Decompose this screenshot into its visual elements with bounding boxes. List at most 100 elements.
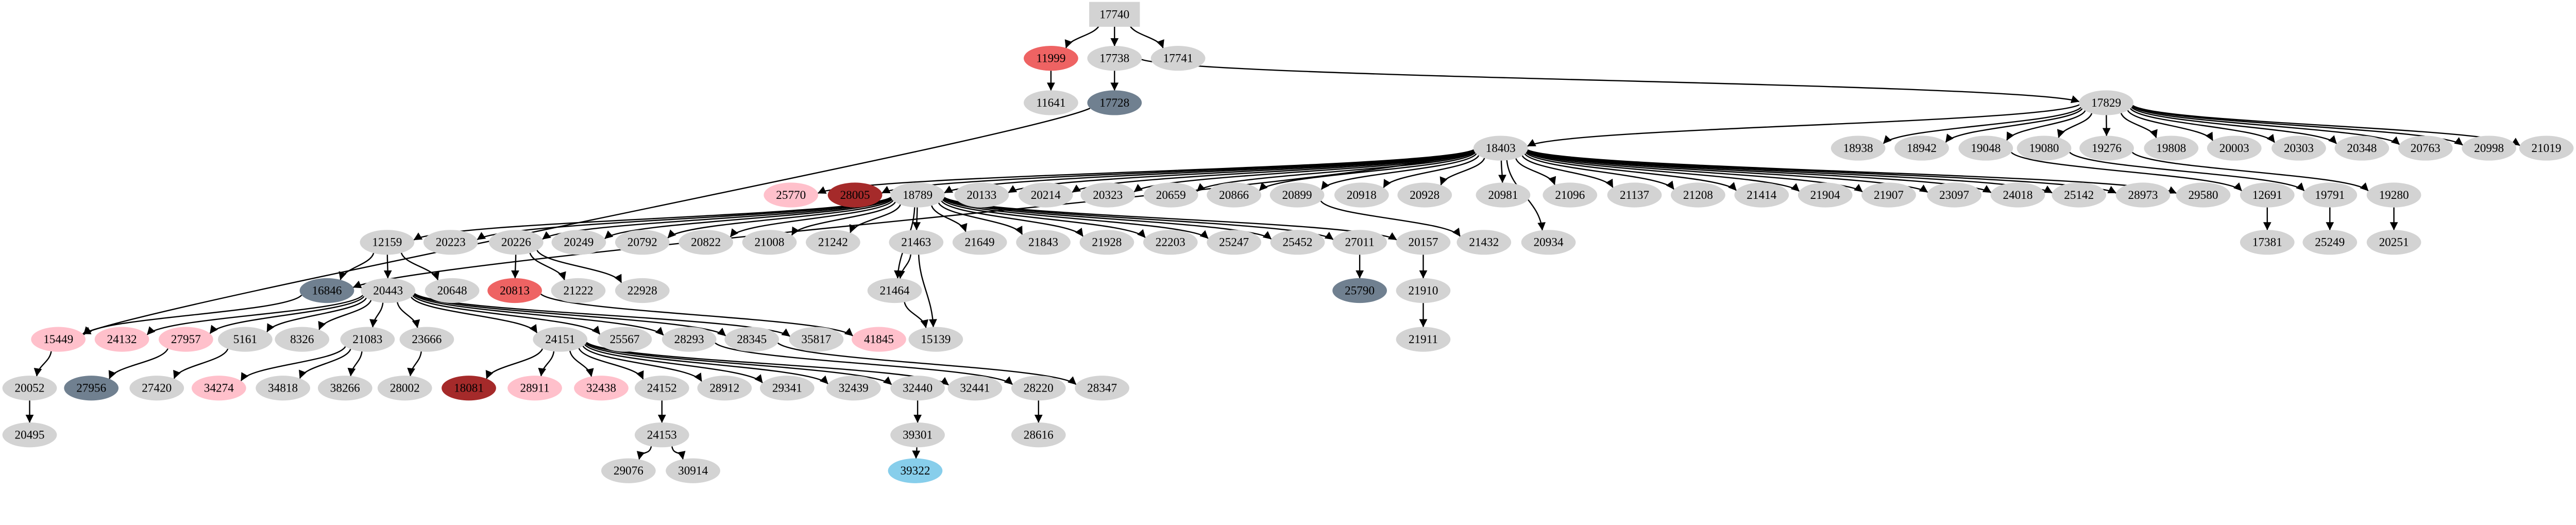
- node-label-24152: 24152: [647, 382, 677, 395]
- graph-node-20998: 20998: [2462, 136, 2517, 161]
- graph-edge-17829-18942: [1945, 108, 2083, 143]
- graph-edge-17829-19808: [2120, 113, 2158, 139]
- node-label-28345: 28345: [737, 333, 767, 346]
- graph-edge-12159-20443: [383, 255, 392, 279]
- graph-node-12691: 12691: [2240, 182, 2295, 208]
- graph-edge-17829-20348: [2131, 107, 2337, 144]
- node-label-39322: 39322: [900, 464, 930, 478]
- node-label-20348: 20348: [2347, 142, 2377, 155]
- graph-node-24153: 24153: [634, 422, 689, 448]
- node-label-20251: 20251: [2379, 236, 2409, 249]
- graph-node-25790: 25790: [1332, 278, 1387, 303]
- graph-node-34274: 34274: [191, 376, 246, 401]
- graph-node-28002: 28002: [377, 376, 432, 401]
- node-ellipse-shape: [852, 327, 906, 352]
- graph-node-8326: 8326: [275, 327, 330, 352]
- node-label-27011: 27011: [1345, 236, 1375, 249]
- node-label-19080: 19080: [2029, 142, 2059, 155]
- node-ellipse-shape: [697, 376, 752, 401]
- graph-node-18938: 18938: [1831, 136, 1886, 161]
- node-ellipse-shape: [2519, 136, 2574, 161]
- node-label-29341: 29341: [772, 382, 802, 395]
- node-label-21464: 21464: [880, 284, 910, 297]
- node-ellipse-shape: [191, 376, 246, 401]
- node-label-20918: 20918: [1347, 189, 1377, 202]
- node-label-28005: 28005: [840, 189, 870, 202]
- node-label-39301: 39301: [903, 429, 933, 442]
- graph-edge-17740-17741: [1129, 24, 1164, 48]
- graph-node-11999: 11999: [1024, 46, 1078, 71]
- node-ellipse-shape: [1332, 278, 1387, 303]
- graph-node-29341: 29341: [759, 376, 815, 401]
- node-label-21096: 21096: [1555, 189, 1585, 202]
- node-ellipse-shape: [1798, 182, 1853, 208]
- graph-node-20249: 20249: [551, 230, 606, 255]
- graph-edge-21463-15139: [918, 255, 937, 328]
- node-ellipse-shape: [2398, 136, 2453, 161]
- node-ellipse-shape: [1087, 46, 1142, 71]
- graph-node-28973: 28973: [2115, 182, 2171, 208]
- node-ellipse-shape: [64, 376, 119, 401]
- graph-node-39301: 39301: [890, 422, 945, 448]
- node-label-17741: 17741: [1163, 52, 1193, 65]
- node-ellipse-shape: [1521, 230, 1576, 255]
- node-ellipse-shape: [634, 422, 689, 448]
- node-ellipse-shape: [2272, 136, 2326, 161]
- graph-edge-39301-39322: [912, 447, 921, 459]
- node-ellipse-shape: [1011, 376, 1066, 401]
- node-ellipse-shape: [827, 182, 883, 208]
- node-ellipse-shape: [1861, 182, 1916, 208]
- node-ellipse-shape: [1079, 230, 1134, 255]
- node-label-21928: 21928: [1092, 236, 1122, 249]
- node-label-34818: 34818: [268, 382, 298, 395]
- node-ellipse-shape: [2240, 230, 2295, 255]
- node-label-27420: 27420: [142, 382, 172, 395]
- graph-edge-17829-21019: [2132, 105, 2520, 146]
- graph-edge-18789-25247: [943, 198, 1209, 239]
- node-label-32440: 32440: [903, 382, 933, 395]
- graph-edge-18403-20981: [1498, 160, 1506, 183]
- graph-edge-18403-21904: [1526, 151, 1800, 192]
- node-label-5161: 5161: [233, 333, 257, 346]
- graph-node-39322: 39322: [888, 458, 943, 483]
- graph-edge-20443-27957: [209, 296, 365, 334]
- graph-node-20495: 20495: [2, 422, 57, 448]
- graph-node-20792: 20792: [615, 230, 670, 255]
- graph-edge-21083-34818: [299, 348, 351, 379]
- node-ellipse-shape: [551, 278, 606, 303]
- graph-node-25770: 25770: [764, 182, 819, 208]
- node-label-12159: 12159: [372, 236, 402, 249]
- graph-edge-21083-34274: [240, 346, 346, 381]
- node-ellipse-shape: [888, 458, 943, 483]
- graph-node-24132: 24132: [94, 327, 149, 352]
- graph-node-17741: 17741: [1150, 46, 1206, 71]
- node-ellipse-shape: [425, 278, 480, 303]
- node-ellipse-shape: [597, 327, 652, 352]
- node-ellipse-shape: [947, 376, 1003, 401]
- graph-node-29580: 29580: [2176, 182, 2231, 208]
- node-ellipse-shape: [1080, 182, 1136, 208]
- node-label-41845: 41845: [864, 333, 894, 346]
- graph-edge-27957-27956: [108, 348, 168, 379]
- node-label-21910: 21910: [1409, 284, 1438, 297]
- node-label-25249: 25249: [2315, 236, 2345, 249]
- graph-edge-12159-16846: [338, 252, 375, 280]
- graph-node-17728: 17728: [1087, 90, 1142, 115]
- node-label-25452: 25452: [1283, 236, 1313, 249]
- node-label-20323: 20323: [1093, 189, 1123, 202]
- node-ellipse-shape: [377, 376, 432, 401]
- node-label-28220: 28220: [1024, 382, 1054, 395]
- node-ellipse-shape: [442, 376, 496, 401]
- node-ellipse-shape: [507, 376, 562, 401]
- node-ellipse-shape: [1011, 422, 1066, 448]
- graph-node-20866: 20866: [1207, 182, 1262, 208]
- graph-node-5161: 5161: [218, 327, 273, 352]
- node-label-17381: 17381: [2252, 236, 2282, 249]
- graph-edge-17829-20003: [2127, 110, 2214, 141]
- node-ellipse-shape: [1332, 230, 1387, 255]
- node-ellipse-shape: [908, 327, 963, 352]
- graph-node-25247: 25247: [1207, 230, 1262, 255]
- graph-node-22928: 22928: [615, 278, 670, 303]
- node-ellipse-shape: [1473, 136, 1528, 161]
